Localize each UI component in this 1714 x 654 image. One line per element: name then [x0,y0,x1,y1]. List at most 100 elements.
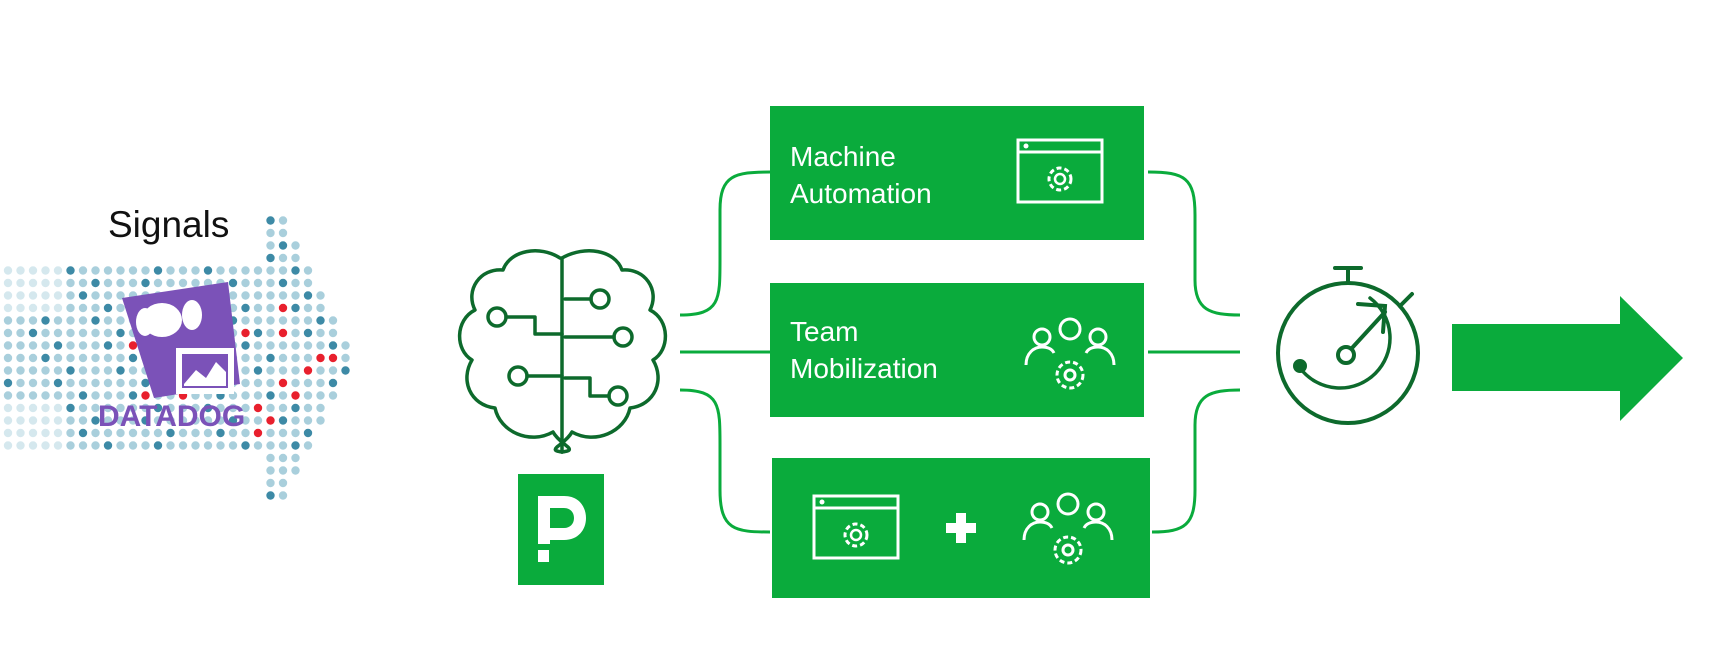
signal-dot [16,428,25,438]
signal-dot [316,316,325,325]
signal-dot [103,416,113,425]
right-arrow-icon [1452,296,1683,421]
signal-dot [278,266,288,275]
signal-dot [278,466,288,475]
signal-dot [3,416,13,425]
signal-dot [278,403,288,413]
signal-dot [116,428,125,438]
signal-dot [253,278,263,288]
signal-dot [328,328,338,338]
signal-dot [128,266,138,275]
signal-dot [128,428,138,438]
signal-dot [166,441,175,450]
signal-dot [16,441,25,450]
signal-dot [128,403,138,413]
signal-dot [278,366,288,375]
signal-dot [253,316,263,325]
signal-dot [28,328,38,338]
signal-dot [241,341,250,350]
signal-dot [228,278,238,288]
signal-dot [341,341,350,350]
signal-dot [228,266,238,275]
signal-dot [278,291,288,300]
signal-dot [328,391,338,400]
signal-dot [116,391,125,400]
signal-dot [3,291,13,300]
signal-dot [266,278,275,288]
signal-dot [253,391,263,400]
signal-dot [241,378,250,388]
signal-dot [78,428,88,438]
brain-icon [457,249,668,454]
signal-dot [253,291,263,300]
signal-dot [266,466,275,475]
signal-dot [91,328,100,338]
signal-dot [241,316,250,325]
signal-dot [3,428,13,438]
signal-dot [53,341,63,350]
signal-dot [178,428,188,438]
signal-dot [41,278,50,288]
signal-dot [266,266,275,275]
signal-dot [91,341,100,350]
signal-dot [166,416,175,425]
signal-dot [266,353,275,363]
signal-dot [28,291,38,300]
signal-dot [291,303,300,313]
signal-dot [16,391,25,400]
signal-dot [278,478,288,488]
signal-dot [266,416,275,425]
signal-dot [41,441,50,450]
signal-dot [28,391,38,400]
signal-dot [28,303,38,313]
signal-dot [28,266,38,275]
signal-dot [16,366,25,375]
signal-dot [41,416,50,425]
signal-dot [316,303,325,313]
signal-dot [303,316,313,325]
signal-dot [291,253,300,263]
signal-dot [266,253,275,263]
signal-dot [266,328,275,338]
signal-dot [241,303,250,313]
signal-dot [91,403,100,413]
signal-dot [303,441,313,450]
app-window-gear-icon [1016,138,1104,204]
signal-dot [278,428,288,438]
signal-dot [66,328,75,338]
signal-dot [66,303,75,313]
signal-dot [53,291,63,300]
signal-dot [328,341,338,350]
signal-dot [266,216,275,225]
signal-dot [278,441,288,450]
left-connectors [679,170,771,534]
signal-dot [41,291,50,300]
signal-dot [303,291,313,300]
signal-dot [28,316,38,325]
signal-dot [28,378,38,388]
signal-dot [128,416,138,425]
signal-dot [66,428,75,438]
signal-dot [241,328,250,338]
signal-dot [303,303,313,313]
signal-dot [128,391,138,400]
signal-dot [53,403,63,413]
signal-dot [3,266,13,275]
signal-dot [91,441,100,450]
signal-dot [253,366,263,375]
signal-dot [266,403,275,413]
signal-dot [66,403,75,413]
signal-dot [53,303,63,313]
signal-dot [16,403,25,413]
signal-dot [91,416,100,425]
signal-dot [153,278,163,288]
signal-dot [91,428,100,438]
signal-dot [178,403,188,413]
signal-dot [78,341,88,350]
signal-dot [66,391,75,400]
signal-dot [241,278,250,288]
stopwatch-icon [1276,266,1420,425]
signal-dot [203,416,213,425]
signal-dot [291,316,300,325]
signal-dot [116,441,125,450]
